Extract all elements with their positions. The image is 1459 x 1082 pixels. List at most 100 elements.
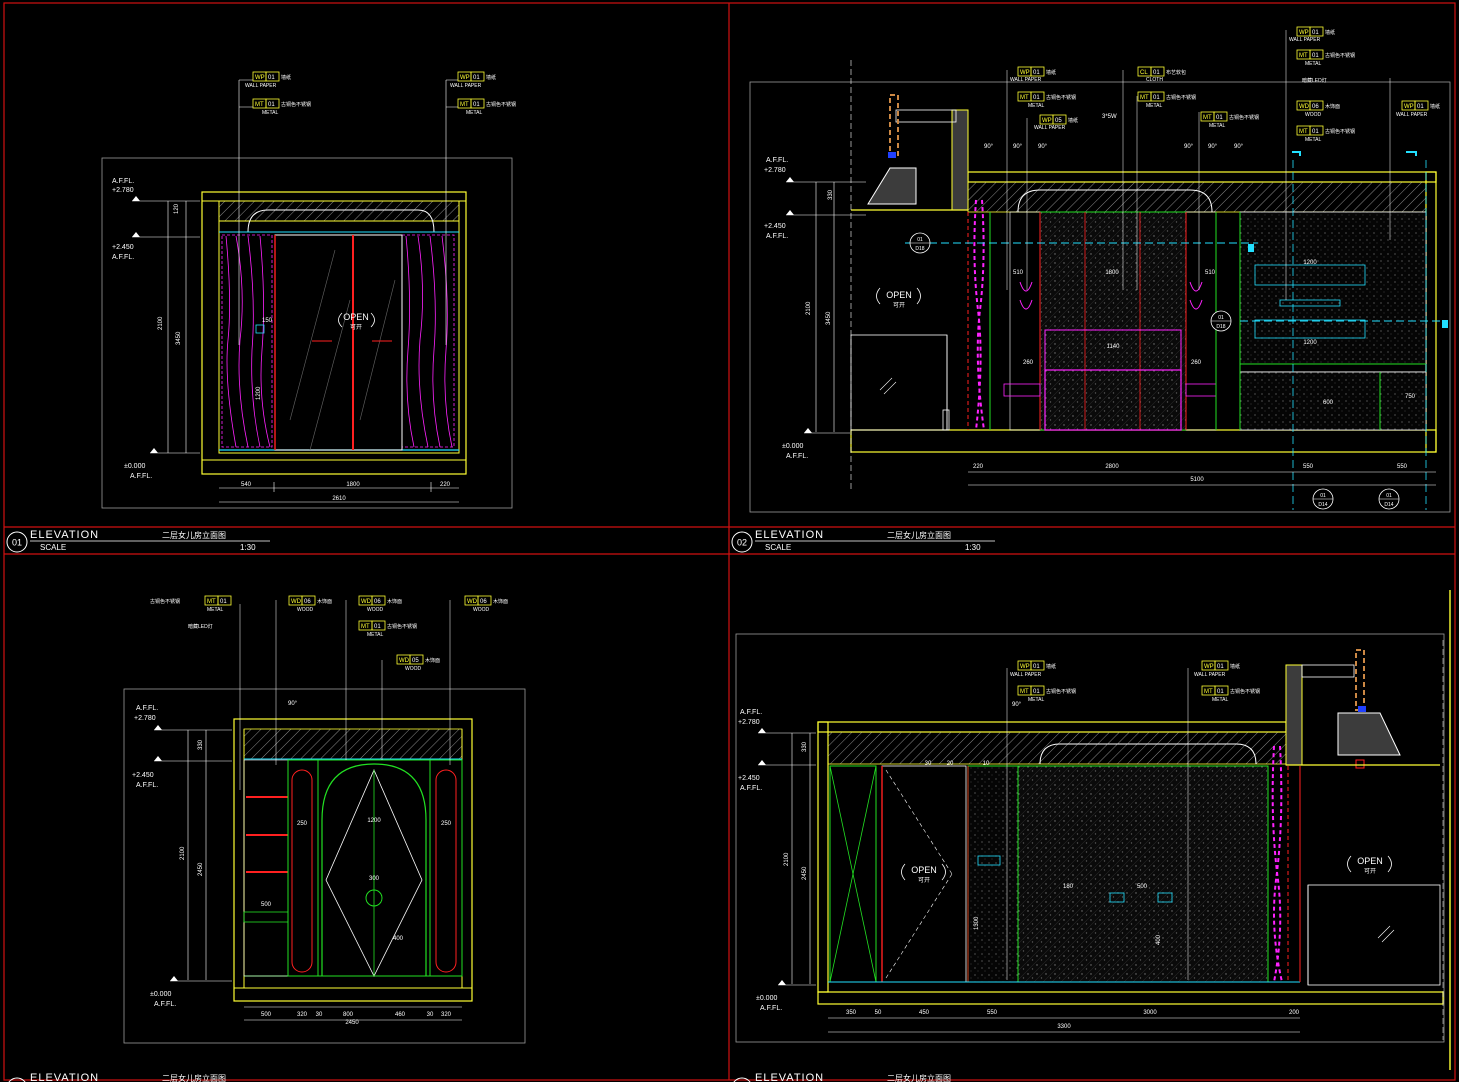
section-callout: 01 D18 (1210, 310, 1232, 332)
svg-text:01: 01 (268, 102, 275, 108)
svg-text:古铜色不锈钢: 古铜色不锈钢 (1230, 688, 1260, 695)
svg-text:50: 50 (875, 1010, 882, 1016)
material-tag: MT 01 古铜色不锈钢 METAL (358, 620, 417, 638)
svg-text:400: 400 (393, 936, 404, 942)
svg-text:MT: MT (1020, 689, 1029, 695)
svg-text:+2.450: +2.450 (132, 772, 154, 779)
svg-text:01: 01 (1217, 664, 1224, 670)
svg-text:MT: MT (361, 624, 370, 630)
material-tag: MT 01 古铜色不锈钢 METAL (1017, 91, 1076, 109)
elevation-04: OPEN 可开 OPEN 可开 (735, 633, 1445, 1043)
svg-text:2450: 2450 (345, 1020, 359, 1026)
svg-text:3300: 3300 (1057, 1024, 1071, 1030)
view-subtitle: 二层女儿房立面图 (887, 1073, 951, 1082)
svg-text:A.F.FL.: A.F.FL. (136, 705, 158, 712)
svg-text:30: 30 (427, 1012, 434, 1018)
material-tag: MT 01 古铜色不锈钢 METAL (150, 595, 232, 613)
svg-text:WD: WD (291, 599, 302, 605)
svg-text:01: 01 (1033, 70, 1040, 76)
svg-text:木饰面: 木饰面 (425, 657, 440, 664)
svg-text:1300: 1300 (974, 916, 980, 930)
svg-text:WP: WP (1020, 664, 1030, 670)
svg-text:01: 01 (1217, 689, 1224, 695)
svg-text:90°: 90° (1234, 144, 1244, 150)
svg-text:WP: WP (1299, 30, 1309, 36)
svg-text:WD: WD (1299, 104, 1310, 110)
open-note: 可开 (350, 324, 362, 331)
svg-text:+2.780: +2.780 (738, 719, 760, 726)
svg-text:WALL PAPER: WALL PAPER (1010, 672, 1042, 678)
svg-text:90°: 90° (1184, 144, 1194, 150)
svg-text:WP: WP (255, 75, 265, 81)
svg-text:300: 300 (369, 876, 380, 882)
elevation-01: OPEN 可开 A.F.FL. +2.780 +2.450 A.F.FL. ±0… (101, 71, 516, 509)
svg-text:800: 800 (343, 1012, 354, 1018)
svg-text:OPEN: OPEN (911, 865, 937, 875)
svg-text:+2.450: +2.450 (764, 223, 786, 230)
svg-text:WALL PAPER: WALL PAPER (1194, 672, 1226, 678)
svg-text:WALL PAPER: WALL PAPER (1034, 125, 1066, 131)
svg-text:WD: WD (467, 599, 478, 605)
curtain-column (973, 199, 985, 431)
svg-text:3450: 3450 (176, 331, 182, 345)
svg-text:METAL: METAL (1212, 697, 1229, 703)
title-bar-view-4: ELEVATION 二层女儿房立面图 (733, 1072, 951, 1082)
material-tag: MT 01 古铜色不锈钢 METAL (239, 98, 311, 116)
svg-text:±0.000: ±0.000 (756, 995, 777, 1002)
title-bar-view-3: ELEVATION 二层女儿房立面图 (8, 1072, 226, 1082)
svg-text:120: 120 (174, 203, 180, 214)
svg-text:30: 30 (316, 1012, 323, 1018)
svg-text:墙纸: 墙纸 (1046, 69, 1056, 76)
svg-text:WOOD: WOOD (367, 607, 383, 613)
open-symbol: OPEN 可开 (876, 287, 921, 309)
svg-text:01: 01 (1033, 689, 1040, 695)
open-symbol: OPEN 可开 (1347, 855, 1392, 875)
elevation-03: 90° 暗藏LED灯 MT 01 古铜色不锈钢 METAL WD 06 木饰面 … (123, 595, 526, 1044)
svg-text:±0.000: ±0.000 (124, 463, 145, 470)
svg-text:2610: 2610 (332, 496, 346, 502)
svg-text:2450: 2450 (802, 866, 808, 880)
section-callout: 01 D18 (909, 232, 931, 254)
material-tag: MT 01 古铜色不锈钢 METAL (1296, 125, 1355, 143)
title-bar-view-2: 02 ELEVATION 二层女儿房立面图 SCALE 1:30 (731, 529, 995, 553)
svg-text:D14: D14 (1318, 502, 1327, 508)
svg-text:3000: 3000 (1143, 1010, 1157, 1016)
svg-text:墙纸: 墙纸 (1068, 117, 1078, 124)
elevation-02: OPEN 可开 01 D18 01 D18 01 D14 01 D14 (749, 26, 1451, 513)
svg-text:90°: 90° (1038, 144, 1048, 150)
svg-text:01: 01 (1386, 493, 1392, 499)
svg-text:260: 260 (1191, 360, 1202, 366)
svg-text:1800: 1800 (346, 482, 360, 488)
svg-text:90°: 90° (1013, 144, 1023, 150)
svg-text:A.F.FL.: A.F.FL. (766, 233, 788, 240)
sheet-frame (3, 2, 1456, 1081)
material-tag: WD 06 木饰面 WOOD (464, 595, 508, 613)
svg-text:+2.450: +2.450 (112, 244, 134, 251)
svg-text:+2.450: +2.450 (738, 775, 760, 782)
open-symbol: OPEN 可开 (338, 312, 375, 331)
open-symbol: OPEN 可开 (901, 863, 946, 884)
material-tag: MT 01 古铜色不锈钢 METAL (1017, 685, 1076, 703)
svg-text:1200: 1200 (256, 386, 262, 400)
svg-text:320: 320 (441, 1012, 452, 1018)
svg-text:01: 01 (1320, 493, 1326, 499)
svg-text:01: 01 (1153, 95, 1160, 101)
svg-text:WALL PAPER: WALL PAPER (245, 83, 277, 89)
svg-text:OPEN: OPEN (1357, 856, 1383, 866)
scale-label: SCALE (765, 543, 791, 552)
svg-text:METAL: METAL (1028, 103, 1045, 109)
svg-text:06: 06 (1312, 104, 1319, 110)
svg-text:暗藏LED灯: 暗藏LED灯 (1302, 77, 1327, 84)
svg-text:90°: 90° (984, 144, 994, 150)
svg-text:WD: WD (361, 599, 372, 605)
svg-text:墙纸: 墙纸 (1046, 663, 1056, 670)
material-tag: MT 01 古铜色不锈钢 METAL (1200, 111, 1259, 129)
svg-text:METAL: METAL (466, 110, 483, 116)
svg-text:01: 01 (1218, 315, 1224, 321)
svg-text:A.F.FL.: A.F.FL. (130, 473, 152, 480)
material-tag: WD 06 木饰面 WOOD (288, 595, 332, 613)
svg-text:5100: 5100 (1190, 477, 1204, 483)
svg-text:510: 510 (1013, 270, 1024, 276)
svg-text:WOOD: WOOD (297, 607, 313, 613)
